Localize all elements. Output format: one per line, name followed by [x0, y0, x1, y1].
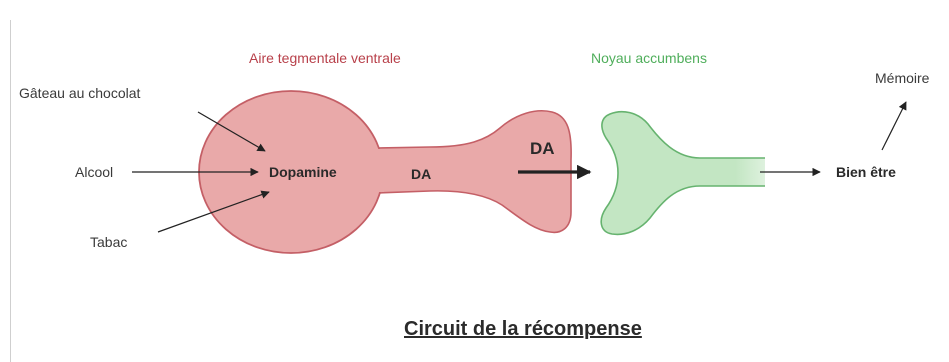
da-axon-label: DA — [411, 166, 432, 182]
arrow-tabac-to-dopamine — [157, 190, 270, 233]
vta-axon-terminal — [375, 110, 572, 234]
nac-region-label: Noyau accumbens — [591, 50, 707, 66]
diagram-title: Circuit de la récompense — [404, 318, 642, 340]
arrow-to-memoire — [881, 101, 907, 151]
vta-junction — [372, 149, 384, 192]
alcool-label: Alcool — [75, 164, 114, 180]
tabac-label: Tabac — [90, 234, 128, 250]
arrow-gateau-to-dopamine — [197, 111, 266, 152]
gateau-label: Gâteau au chocolat — [19, 85, 141, 101]
memoire-label: Mémoire — [875, 70, 930, 86]
vta-region-label: Aire tegmentale ventrale — [249, 50, 401, 66]
dopamine-label: Dopamine — [269, 164, 337, 180]
bien-etre-label: Bien être — [836, 164, 896, 180]
da-release-label: DA — [530, 139, 555, 158]
nac-postsynaptic-terminal — [600, 110, 765, 236]
